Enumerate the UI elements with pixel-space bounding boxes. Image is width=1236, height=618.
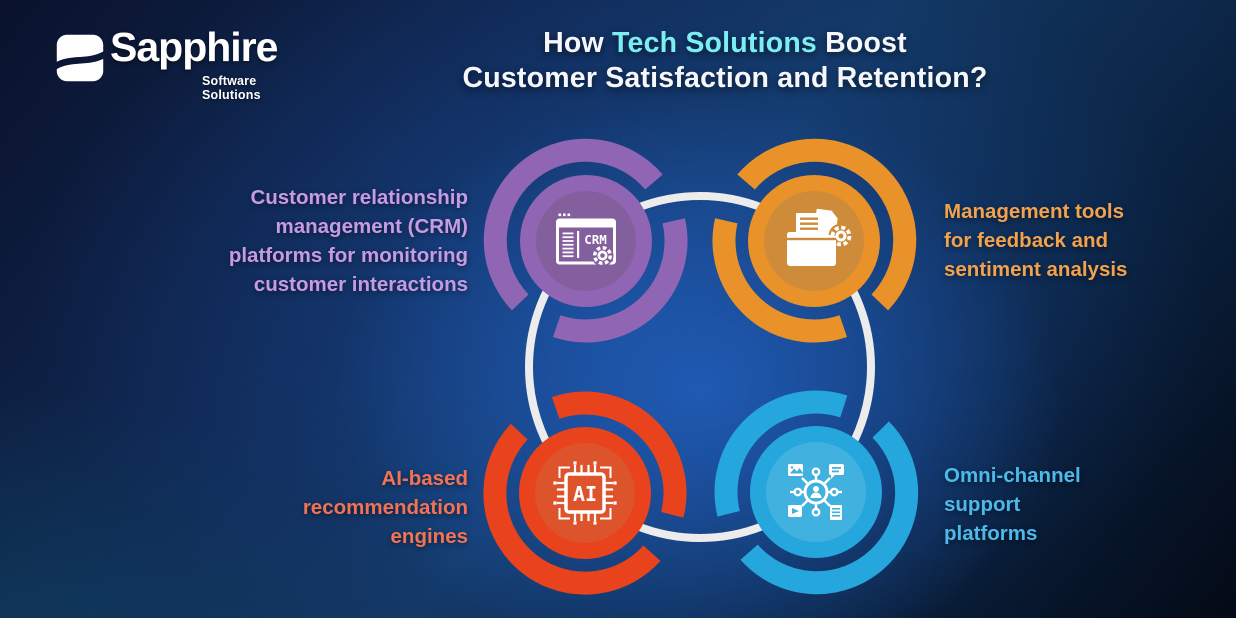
crm-icon-label: CRM (584, 232, 607, 247)
crm-sidebar-lines (562, 232, 574, 258)
feedback-ring-arc (712, 218, 848, 343)
label-feedback: Management tools for feedback and sentim… (944, 200, 1128, 281)
crm-ring-arc (552, 218, 688, 343)
chip-pins (556, 464, 614, 522)
title-line-2: Customer Satisfaction and Retention? (462, 62, 988, 94)
ai-ring-arc (551, 391, 687, 518)
label-crm: Customer relationship management (CRM) p… (228, 186, 468, 296)
node-omni (714, 390, 919, 595)
user-circle-icon (803, 479, 829, 505)
omni-ring-arc (740, 421, 919, 595)
label-omni: Omni-channel support platforms (944, 464, 1081, 545)
title-line-1: How Tech Solutions Boost (543, 27, 907, 59)
crm-ring-arc (483, 138, 663, 311)
brand-logo: Sapphire Software Solutions (54, 24, 314, 102)
feedback-ring-arc (737, 138, 917, 311)
page-title: How Tech Solutions Boost Customer Satisf… (400, 26, 1050, 96)
brand-name: Sapphire (110, 24, 278, 70)
crm-gear-icon (591, 244, 614, 267)
connector-ring (525, 192, 875, 542)
node-ai: AI (483, 391, 687, 595)
omni-node-dot (811, 507, 821, 517)
ai-ring-arc (483, 423, 661, 595)
omni-ring-arc (714, 390, 848, 517)
chat-bubble-icon (829, 464, 844, 479)
omni-node-dot (811, 467, 821, 477)
label-ai: AI-based recommendation engines (302, 467, 468, 548)
folder-gear-icon (787, 208, 854, 266)
video-play-icon (788, 505, 802, 517)
omni-node-dot (793, 487, 803, 497)
ai-icon-label: AI (573, 482, 597, 506)
ai-chip-icon: AI (553, 461, 617, 525)
image-icon (788, 464, 804, 476)
brand-tagline: Software Solutions (202, 74, 261, 102)
title-highlight: Tech Solutions (612, 27, 817, 59)
omni-channel-icon (788, 464, 844, 520)
document-lines (800, 217, 818, 230)
chip-corner-traces (558, 466, 612, 520)
sapphire-s-icon (56, 34, 104, 82)
crm-window-icon: CRM (556, 213, 616, 267)
document-icon (830, 505, 842, 520)
title-prefix: How (543, 27, 613, 59)
node-crm: CRM (483, 138, 688, 343)
omni-node-dot (829, 487, 839, 497)
chip-pin-dots (553, 461, 617, 525)
title-suffix: Boost (816, 27, 907, 59)
node-feedback (712, 138, 917, 343)
